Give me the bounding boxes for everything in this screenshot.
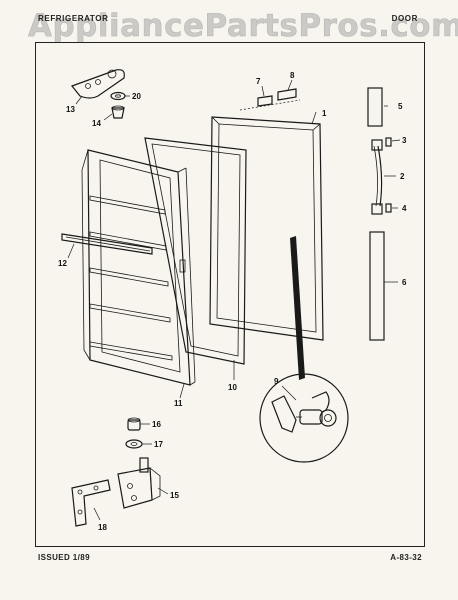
callout-16: 16 [152,420,161,429]
page-reference: A-83-32 [390,553,422,562]
callout-7: 7 [256,77,261,86]
trim-strip-6 [369,231,385,341]
lock-detail-callout [259,236,349,463]
cover-7 [257,95,273,107]
inner-liner-frame [144,137,247,365]
callout-18: 18 [98,523,107,532]
washer-17 [125,439,143,449]
callout-3: 3 [402,136,407,145]
callout-14: 14 [92,119,101,128]
screw-3 [385,137,392,147]
callout-5: 5 [398,102,403,111]
callout-8: 8 [290,71,295,80]
door-gasket-frame [209,116,324,341]
callout-1: 1 [322,109,327,118]
callout-9: 9 [274,377,279,386]
trim-strip-5 [367,87,383,127]
bottom-hinge-15 [117,457,161,509]
washer-20 [110,91,126,101]
callout-4: 4 [402,204,407,213]
callout-17: 17 [154,440,163,449]
header-left: REFRIGERATOR [38,14,109,23]
callout-10: 10 [228,383,237,392]
door-liner [81,149,196,386]
callout-13: 13 [66,105,75,114]
diagram-frame [35,42,425,547]
door-handle [371,139,383,215]
cover-8 [277,88,297,101]
issued-date: ISSUED 1/89 [38,553,90,562]
callout-15: 15 [170,491,179,500]
l-bracket-18 [71,479,111,527]
callout-12: 12 [58,259,67,268]
callout-11: 11 [174,399,183,408]
callout-6: 6 [402,278,407,287]
callout-20: 20 [132,92,141,101]
top-hinge [71,69,125,99]
header-right: DOOR [391,14,418,23]
callout-2: 2 [400,172,405,181]
bushing-14 [111,105,125,119]
shelf-bar [61,233,153,255]
hinge-pin-16 [127,417,141,431]
screw-4 [385,203,392,213]
